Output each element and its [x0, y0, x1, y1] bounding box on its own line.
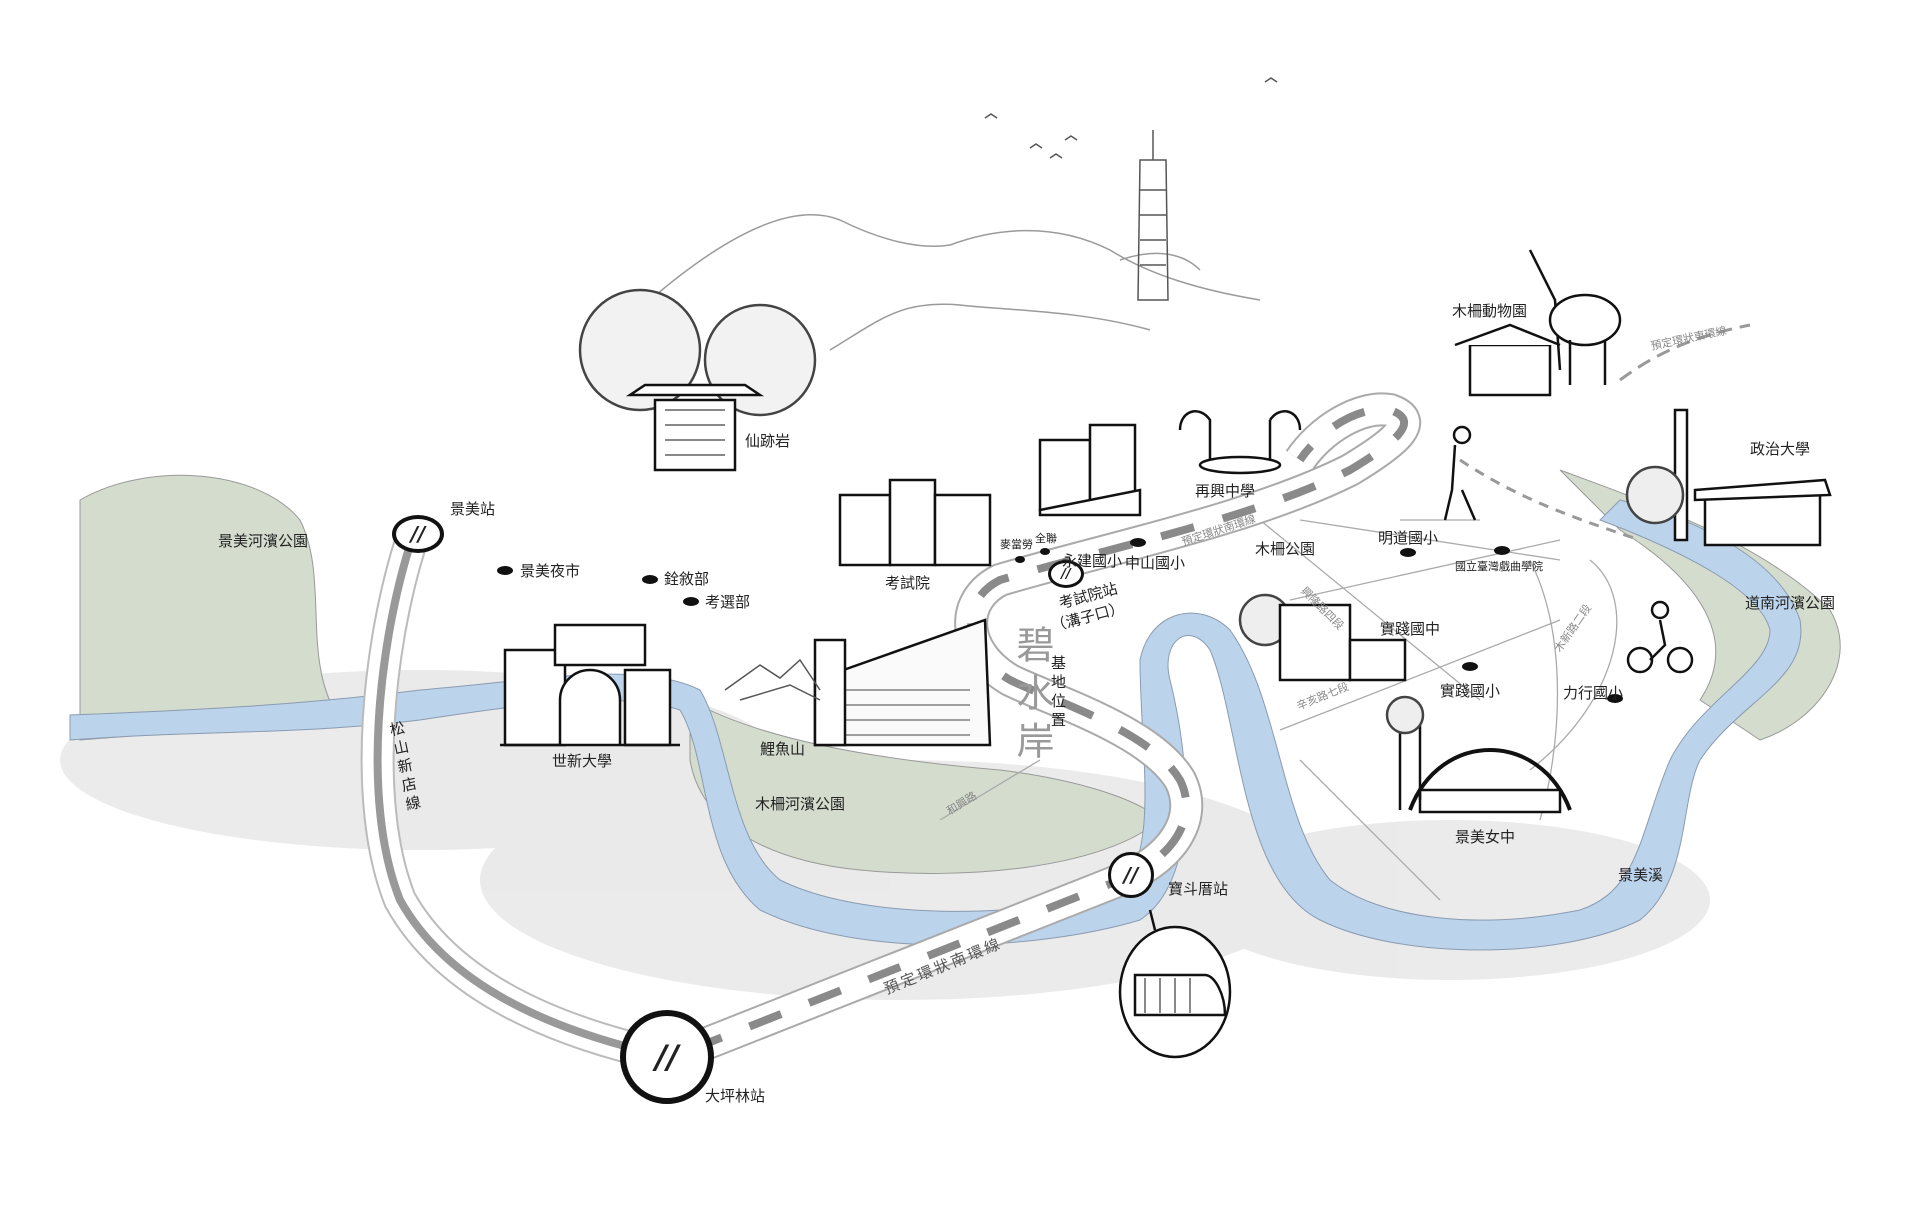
lixing-label: 力行國小	[1563, 684, 1624, 702]
jingmei-riverside-park-label: 景美河濱公園	[218, 532, 309, 550]
baodoucuo-station-label: 寶斗厝站	[1168, 880, 1229, 898]
poi-dot	[497, 566, 513, 575]
nccu-label: 政治大學	[1750, 440, 1811, 458]
poi-dot	[1462, 662, 1478, 671]
pxmart-label: 全聯	[1035, 532, 1057, 545]
poi-dot	[1015, 556, 1025, 563]
poi-dot	[1607, 694, 1623, 703]
poi-dot	[642, 575, 658, 584]
yongjian-school-icon	[1038, 423, 1142, 517]
cyclist-figure-icon	[1626, 600, 1694, 674]
metro-logo-icon: //	[655, 1038, 679, 1076]
liyushan-hills-icon	[724, 658, 821, 701]
dapinglin-station-marker[interactable]: //	[620, 1010, 714, 1104]
liyushan-label: 鯉魚山	[760, 740, 806, 758]
pedestrian-figure-icon	[1443, 425, 1477, 521]
metro-logo-icon: //	[1061, 566, 1071, 582]
jingmei-station-marker[interactable]: //	[392, 515, 444, 553]
examination-yuan-label: 考試院	[885, 574, 931, 592]
poi-dot	[683, 597, 699, 606]
ministry-exam-label: 考選部	[705, 593, 751, 611]
kaoshiyuan-station-marker[interactable]: //	[1048, 560, 1084, 588]
zoo-giraffe-icon	[1454, 249, 1622, 397]
landmark-sketches	[500, 249, 1832, 1059]
baodoucuo-station-marker[interactable]: //	[1108, 852, 1154, 898]
muzha-riverside-park-label: 木柵河濱公園	[755, 795, 846, 813]
poi-dot	[1400, 548, 1416, 557]
xianjiyan-pavilion-icon	[578, 288, 817, 472]
project-name: 碧水岸	[1010, 625, 1054, 769]
shijian-junior-high-label: 實踐國中	[1380, 620, 1441, 638]
metro-logo-icon: //	[410, 522, 426, 546]
metro-logo-icon: //	[1123, 863, 1139, 887]
taipei-101-icon	[1137, 130, 1169, 301]
daonan-riverside-park-label: 道南河濱公園	[1745, 594, 1836, 612]
circular-east-line-track	[1619, 323, 1751, 382]
yongjian-label: 永建國小	[1062, 552, 1123, 570]
dapinglin-station-label: 大坪林站	[705, 1087, 766, 1105]
examination-yuan-building-icon	[838, 478, 992, 567]
shih-hsin-gate-icon	[500, 623, 680, 747]
shijian-elementary-label: 實踐國小	[1440, 682, 1501, 700]
birds-icon	[984, 77, 1278, 159]
shijian-junior-high-icon	[1238, 593, 1407, 682]
ministry-civil-service-label: 銓敘部	[664, 570, 710, 588]
streets	[939, 519, 1618, 901]
muzha-park-label: 木柵公園	[1255, 540, 1316, 558]
jingmei-girls-label: 景美女中	[1455, 828, 1516, 846]
bishuian-building-icon	[813, 618, 992, 747]
xianjiyan-label: 仙跡岩	[745, 432, 791, 450]
mcdonalds-label: 麥當勞	[1000, 538, 1033, 551]
train-bubble-icon	[1118, 909, 1232, 1059]
distant-mountains	[649, 214, 1261, 351]
poi-dot	[1494, 546, 1510, 555]
jingmei-riverside-park-area	[79, 474, 341, 741]
shih-hsin-label: 世新大學	[552, 752, 613, 770]
zaixing-label: 再興中學	[1195, 482, 1256, 500]
mingdao-label: 明道國小	[1378, 529, 1439, 547]
zoo-label: 木柵動物園	[1452, 302, 1528, 320]
site-location-label: 基地位置	[1049, 655, 1067, 731]
poi-dot	[1040, 548, 1050, 555]
xiqu-college-label: 國立臺灣戲曲學院	[1455, 560, 1543, 573]
poi-dot	[1130, 538, 1146, 547]
jingmei-night-market-label: 景美夜市	[520, 562, 581, 580]
zhongshan-label: 中山國小	[1125, 554, 1186, 572]
zaixing-fountain-icon	[1178, 410, 1302, 475]
jingmei-creek-label: 景美溪	[1618, 866, 1664, 884]
nccu-building-icon	[1625, 408, 1832, 547]
jingmei-station-label: 景美站	[450, 500, 496, 518]
jingmei-girls-school-arch-icon	[1385, 695, 1572, 814]
